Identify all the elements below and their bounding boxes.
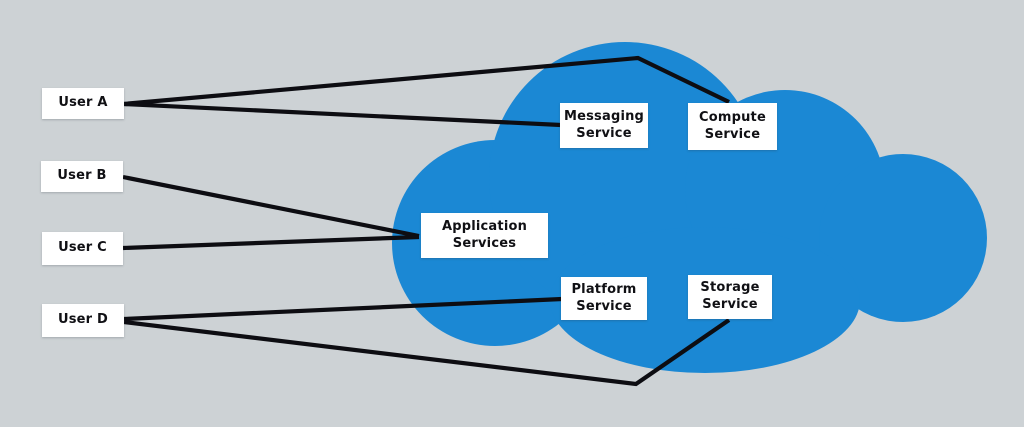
node-user-a-label: User A xyxy=(58,95,108,111)
connection-user-d-platform-service xyxy=(123,296,563,322)
connection-user-d-storage-service xyxy=(123,318,731,387)
node-platform-service: Platform Service xyxy=(561,277,647,320)
cloud-shape xyxy=(392,42,987,373)
node-user-c-label: User C xyxy=(58,240,107,256)
node-compute-service-label: Compute Service xyxy=(699,110,766,144)
node-user-b: User B xyxy=(41,161,123,192)
compute-service-line1: Compute xyxy=(698,109,766,125)
node-storage-service-label: Storage Service xyxy=(700,280,759,314)
connection-user-a-messaging-service xyxy=(122,101,562,128)
node-user-c: User C xyxy=(42,232,123,265)
node-storage-service: Storage Service xyxy=(688,275,772,319)
node-user-a: User A xyxy=(42,88,124,119)
node-compute-service: Compute Service xyxy=(688,103,777,150)
storage-service-line1: Storage xyxy=(700,280,760,296)
node-user-b-label: User B xyxy=(57,168,107,184)
node-user-d-label: User D xyxy=(57,312,109,328)
cloud-bump-right xyxy=(819,154,987,322)
platform-service-line2: Service xyxy=(576,298,632,314)
connection-user-c-application-services xyxy=(122,234,420,251)
node-user-d: User D xyxy=(42,304,124,337)
application-services-line1: Application xyxy=(441,218,528,234)
connection-user-a-compute-service xyxy=(122,55,730,107)
node-application-services: Application Services xyxy=(421,213,548,258)
node-messaging-service-label: Messaging Service xyxy=(564,109,644,143)
platform-service-line1: Platform xyxy=(571,281,637,297)
compute-service-line2: Service xyxy=(704,126,761,142)
node-platform-service-label: Platform Service xyxy=(571,282,636,316)
application-services-line2: Services xyxy=(452,235,517,251)
messaging-service-line2: Service xyxy=(576,125,632,141)
connection-lines xyxy=(122,55,731,387)
node-application-services-label: Application Services xyxy=(442,219,527,253)
node-messaging-service: Messaging Service xyxy=(560,103,648,148)
messaging-service-line1: Messaging xyxy=(563,108,645,124)
connection-user-b-application-services xyxy=(122,174,420,239)
storage-service-line2: Service xyxy=(702,297,758,312)
